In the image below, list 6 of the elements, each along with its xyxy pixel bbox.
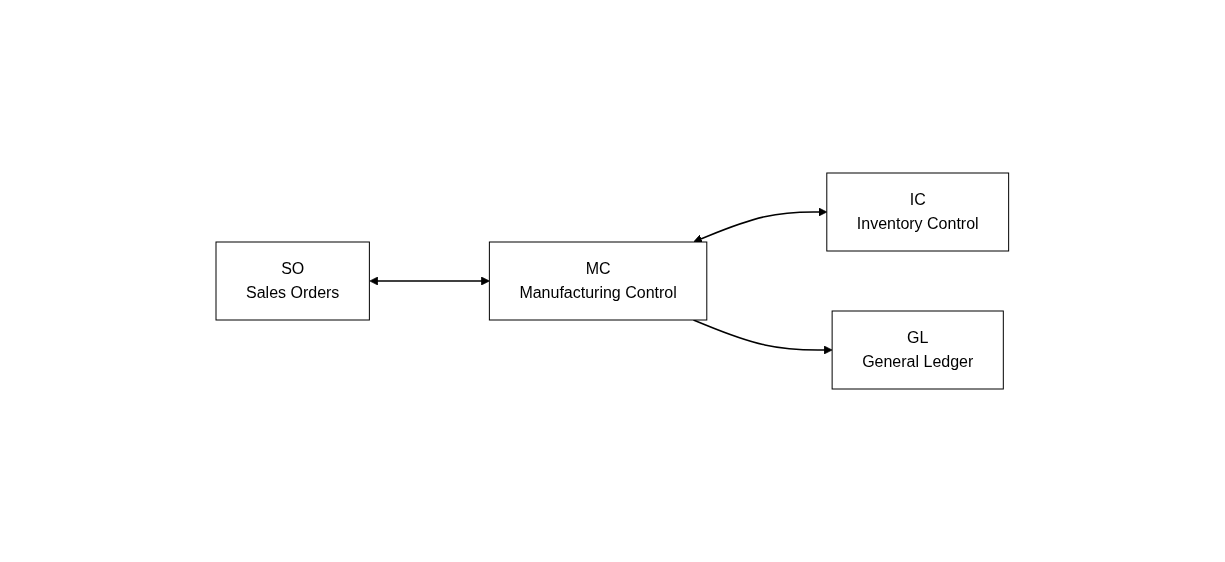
node-box: GL General Ledger	[831, 310, 1004, 390]
arrow	[693, 207, 828, 243]
node-box: MC Manufacturing Control	[489, 241, 708, 321]
arrow	[369, 276, 490, 286]
node-box: IC Inventory Control	[826, 172, 1010, 252]
node-box: SO Sales Orders	[215, 241, 371, 321]
